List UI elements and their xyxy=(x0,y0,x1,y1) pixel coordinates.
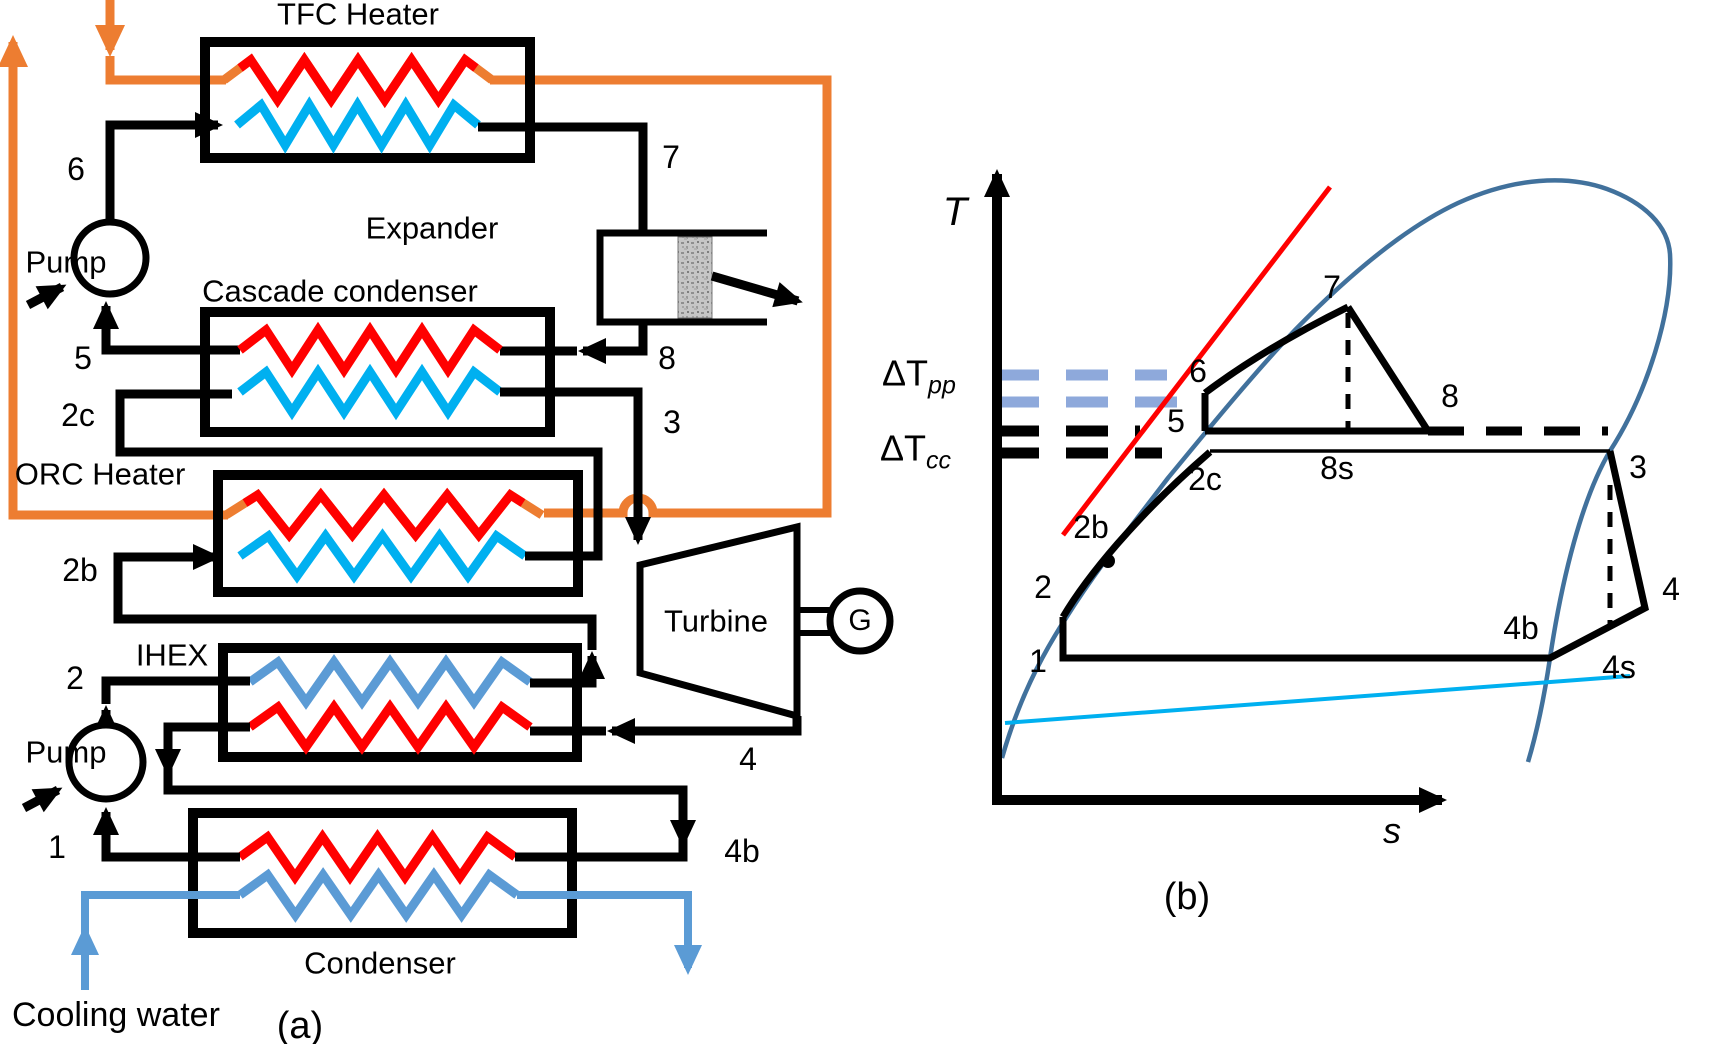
expander-piston xyxy=(677,236,713,319)
heat-exchanger-orc-heater xyxy=(213,470,583,597)
bottom-pump-symbol xyxy=(65,721,147,803)
tfc-hot-coil xyxy=(237,51,479,109)
state-label-3: 3 xyxy=(663,404,681,440)
state-label-1: 1 xyxy=(48,829,66,865)
bottom-pump-label: Pump xyxy=(25,734,107,770)
state-label-2: 2 xyxy=(66,660,84,696)
ts-label-2: 2 xyxy=(1034,569,1052,605)
state-label-2c: 2c xyxy=(61,397,95,433)
ts-label-2c: 2c xyxy=(1188,461,1222,497)
condenser-cold-coil xyxy=(237,867,520,923)
tfc-cold-coil xyxy=(234,96,481,154)
tfc-heater-label: TFC Heater xyxy=(277,0,439,32)
cooling-water-label: Cooling water xyxy=(12,996,220,1034)
state-label-2b: 2b xyxy=(62,552,98,588)
ts-hot-oil-line xyxy=(1061,185,1332,537)
state-label-5: 5 xyxy=(74,340,92,376)
panel-b-caption: (b) xyxy=(1163,876,1211,918)
condenser-hot-coil xyxy=(237,829,518,885)
state-label-4: 4 xyxy=(739,741,757,777)
generator-label: G xyxy=(848,604,872,637)
state-label-6: 6 xyxy=(67,151,85,187)
orc-hot-coil xyxy=(242,487,526,543)
ts-label-5: 5 xyxy=(1167,403,1185,439)
delta-t-pp-label: ΔTpp xyxy=(882,355,956,398)
turbine-label: Turbine xyxy=(664,603,768,639)
delta-t-cc-base: ΔT xyxy=(880,427,927,469)
state-label-8: 8 xyxy=(658,340,676,376)
orc-heater-label: ORC Heater xyxy=(14,456,186,492)
state-label-4b: 4b xyxy=(724,833,760,869)
ts-label-7: 7 xyxy=(1323,269,1341,305)
ts-label-1: 1 xyxy=(1029,643,1047,679)
ihex-hot-coil xyxy=(247,699,533,755)
cascade-condenser-label: Cascade condenser xyxy=(202,273,478,309)
ts-tfc-cycle xyxy=(1201,303,1608,436)
cascade-cold-coil xyxy=(237,363,503,421)
tfc-loop-lines xyxy=(25,112,648,364)
ts-label-8: 8 xyxy=(1441,378,1459,414)
expander-label: Expander xyxy=(365,210,499,246)
ihex-cold-coil xyxy=(247,654,533,710)
cascade-hot-coil xyxy=(237,321,503,379)
ts-label-8s: 8s xyxy=(1320,450,1354,486)
ts-label-4b: 4b xyxy=(1503,610,1539,646)
delta-t-cc-sub: cc xyxy=(926,446,952,475)
ts-axes xyxy=(984,169,1447,813)
state-label-7: 7 xyxy=(662,139,680,175)
ihex-label: IHEX xyxy=(135,637,209,673)
heat-exchanger-ihex xyxy=(218,643,582,762)
orc-loop-lines xyxy=(21,387,802,862)
cooling-water-lines xyxy=(71,891,702,990)
ts-cooling-water-line xyxy=(1004,674,1631,725)
heat-exchanger-cascade-condenser xyxy=(200,307,555,437)
delta-t-cc-label: ΔTcc xyxy=(880,430,951,473)
expander-symbol xyxy=(596,229,803,326)
generator-symbol xyxy=(797,587,894,655)
expander-work-arrow xyxy=(710,271,803,308)
ts-s-axis-label: s xyxy=(1383,810,1401,851)
heat-exchanger-condenser xyxy=(188,808,577,938)
condenser-label: Condenser xyxy=(304,945,456,981)
delta-t-pp-sub: pp xyxy=(928,371,956,400)
ts-t-axis-label: T xyxy=(942,190,968,234)
ts-label-4s: 4s xyxy=(1602,649,1636,685)
turbine-symbol xyxy=(636,522,801,721)
ts-label-2b: 2b xyxy=(1073,509,1109,545)
delta-t-pp-base: ΔT xyxy=(882,352,929,394)
top-pump-symbol xyxy=(70,218,150,298)
orc-cold-coil xyxy=(237,528,528,584)
top-pump-label: Pump xyxy=(25,244,107,280)
heat-exchanger-tfc-heater xyxy=(200,37,535,163)
ts-label-3: 3 xyxy=(1629,449,1647,485)
panel-a-caption: (a) xyxy=(276,1005,324,1044)
ts-orc-cycle xyxy=(1059,449,1649,662)
ts-label-4: 4 xyxy=(1662,571,1680,607)
ts-label-6: 6 xyxy=(1189,353,1207,389)
ts-point-2b-dot xyxy=(1101,554,1115,568)
